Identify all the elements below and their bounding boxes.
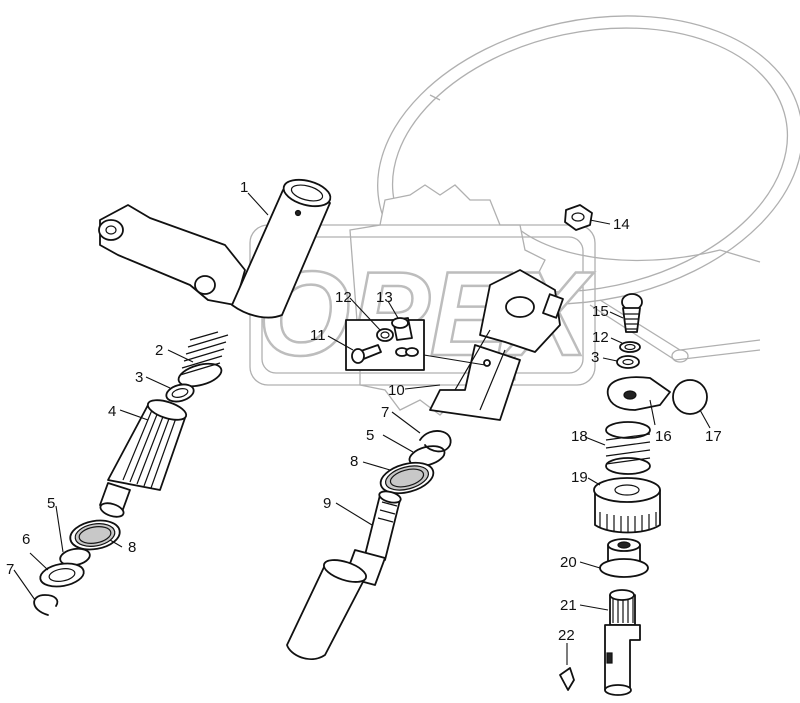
- callout-11: 11: [310, 327, 326, 344]
- callout-16: 16: [655, 428, 672, 445]
- key-part-22: [559, 667, 575, 691]
- callout-12: 12: [335, 289, 352, 306]
- callout-22: 22: [558, 627, 575, 644]
- knob-part-17: [672, 379, 708, 415]
- snap-ring-part-5-center: [408, 445, 446, 467]
- bearing-part-8-left: [69, 519, 121, 551]
- shaft-part-9: [286, 490, 402, 660]
- nut-part-13: [391, 317, 413, 341]
- bushing-part-20: [599, 538, 649, 578]
- callout-21: 21: [560, 597, 577, 614]
- callout-14: 14: [613, 216, 630, 233]
- screw-part-15: [621, 293, 643, 333]
- callout-9: 9: [323, 495, 331, 512]
- spring-part-2: [177, 331, 229, 388]
- callout-2: 2: [155, 342, 163, 359]
- leader-lines: [13, 192, 711, 665]
- lever-part-16: [607, 376, 671, 411]
- knurled-bushing-part-4: [99, 399, 188, 518]
- callout-3: 3: [135, 369, 143, 386]
- spring-part-18: [605, 421, 651, 475]
- callout-6: 6: [22, 531, 30, 548]
- callout-7-center: 7: [381, 404, 389, 421]
- callout-20: 20: [560, 554, 577, 571]
- callout-12-right: 12: [592, 329, 609, 346]
- washer-part-3-right: [616, 355, 640, 369]
- callout-labels: 1 2 3 4 5 6 7 8 9 10 11 12 13 7 5 8 14 1…: [6, 179, 722, 644]
- callout-13: 13: [376, 289, 393, 306]
- washer-part-3-left: [165, 383, 195, 403]
- callout-7: 7: [6, 561, 14, 578]
- clip-part-7-center: [419, 430, 452, 453]
- callout-5: 5: [47, 495, 55, 512]
- lock-washer-part-12-right: [619, 341, 641, 353]
- shaft-part-21: [604, 589, 641, 696]
- pedal-arm-part-1: [98, 178, 332, 319]
- bracket-part-10: [429, 269, 564, 421]
- washer-part-6: [39, 562, 85, 588]
- bolt-part-11: [351, 344, 382, 364]
- bearing-part-8-center: [379, 461, 435, 495]
- callout-5-center: 5: [366, 427, 374, 444]
- nut-part-14: [564, 204, 593, 231]
- lock-washer-part-12-center: [376, 328, 394, 342]
- knurled-nut-part-19: [593, 477, 661, 534]
- clip-part-7-left: [33, 594, 59, 616]
- callout-10: 10: [388, 382, 405, 399]
- callout-8-center: 8: [350, 453, 358, 470]
- callout-1: 1: [240, 179, 248, 196]
- callout-18: 18: [571, 428, 588, 445]
- callout-8: 8: [128, 539, 136, 556]
- callout-3-right: 3: [591, 349, 599, 366]
- callout-4: 4: [108, 403, 116, 420]
- callout-19: 19: [571, 469, 588, 486]
- callout-15: 15: [592, 303, 609, 320]
- washer-part-3-left-hole: [171, 388, 189, 398]
- callout-17: 17: [705, 428, 722, 445]
- small-parts-inset: [395, 347, 419, 357]
